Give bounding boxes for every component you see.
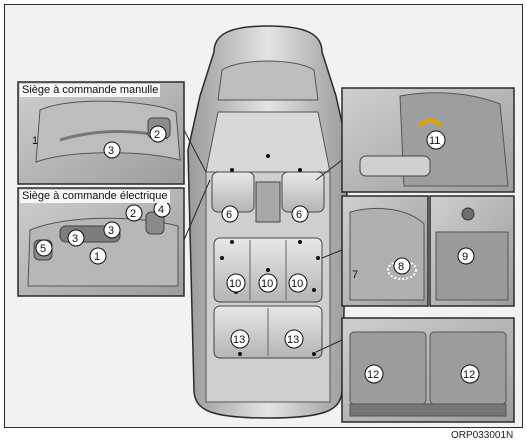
svg-text:10: 10 <box>261 278 273 290</box>
callout-12-left: 12 <box>364 364 384 384</box>
callout-3-manual: 3 <box>103 141 121 159</box>
svg-text:1: 1 <box>32 135 38 147</box>
callout-9: 9 <box>457 247 475 265</box>
callouts: 1 2 3 4 2 3 3 5 1 6 6 10 10 10 13 13 11 … <box>32 125 480 384</box>
svg-text:11: 11 <box>429 135 440 147</box>
car-top-view <box>187 25 349 419</box>
figure-code: ORP033001N <box>451 430 514 441</box>
callout-2-power: 2 <box>125 204 143 222</box>
callout-5-power: 5 <box>35 239 53 257</box>
manual-seat-inset <box>17 81 207 185</box>
callout-10-center: 10 <box>258 273 278 293</box>
svg-text:12: 12 <box>463 369 475 381</box>
svg-text:12: 12 <box>367 369 379 381</box>
svg-text:3: 3 <box>108 145 114 157</box>
svg-text:3: 3 <box>72 233 78 245</box>
svg-text:13: 13 <box>287 334 299 346</box>
svg-text:4: 4 <box>158 204 164 216</box>
svg-text:1: 1 <box>94 251 100 263</box>
svg-text:10: 10 <box>229 278 241 290</box>
callout-6-left: 6 <box>221 205 239 223</box>
callout-6-right: 6 <box>291 205 309 223</box>
svg-text:13: 13 <box>233 334 245 346</box>
svg-text:6: 6 <box>226 209 232 221</box>
callout-7: 7 <box>352 269 358 281</box>
svg-text:3: 3 <box>108 225 114 237</box>
svg-text:9: 9 <box>462 251 468 263</box>
front-left-seat <box>211 171 255 213</box>
svg-text:2: 2 <box>130 208 136 220</box>
cargo-inset <box>315 317 515 423</box>
callout-1-power: 1 <box>89 247 107 265</box>
svg-text:10: 10 <box>291 278 303 290</box>
callout-2-manual: 2 <box>149 125 167 143</box>
callout-8: 8 <box>393 257 411 275</box>
callout-10-left: 10 <box>226 273 246 293</box>
svg-text:6: 6 <box>296 209 302 221</box>
svg-text:5: 5 <box>40 243 46 255</box>
callout-11: 11 <box>426 130 446 150</box>
power-seat-label: Siège à commande électrique <box>20 190 170 203</box>
callout-3-power-b: 3 <box>103 221 121 239</box>
svg-text:8: 8 <box>398 261 404 273</box>
manual-seat-label: Siège à commande manulle <box>20 84 161 97</box>
callout-3-power-a: 3 <box>67 229 85 247</box>
callout-10-right: 10 <box>288 273 308 293</box>
armrest-inset <box>315 87 515 193</box>
lever-arrow-icon <box>416 118 442 128</box>
callout-13-left: 13 <box>230 329 250 349</box>
svg-text:2: 2 <box>154 129 160 141</box>
callout-1-manual: 1 <box>32 135 38 147</box>
callout-12-right: 12 <box>460 364 480 384</box>
front-right-seat <box>281 171 325 213</box>
seat-fold-inset <box>321 195 429 307</box>
svg-text:7: 7 <box>352 269 358 281</box>
callout-4-power: 4 <box>153 200 171 218</box>
callout-13-right: 13 <box>284 329 304 349</box>
